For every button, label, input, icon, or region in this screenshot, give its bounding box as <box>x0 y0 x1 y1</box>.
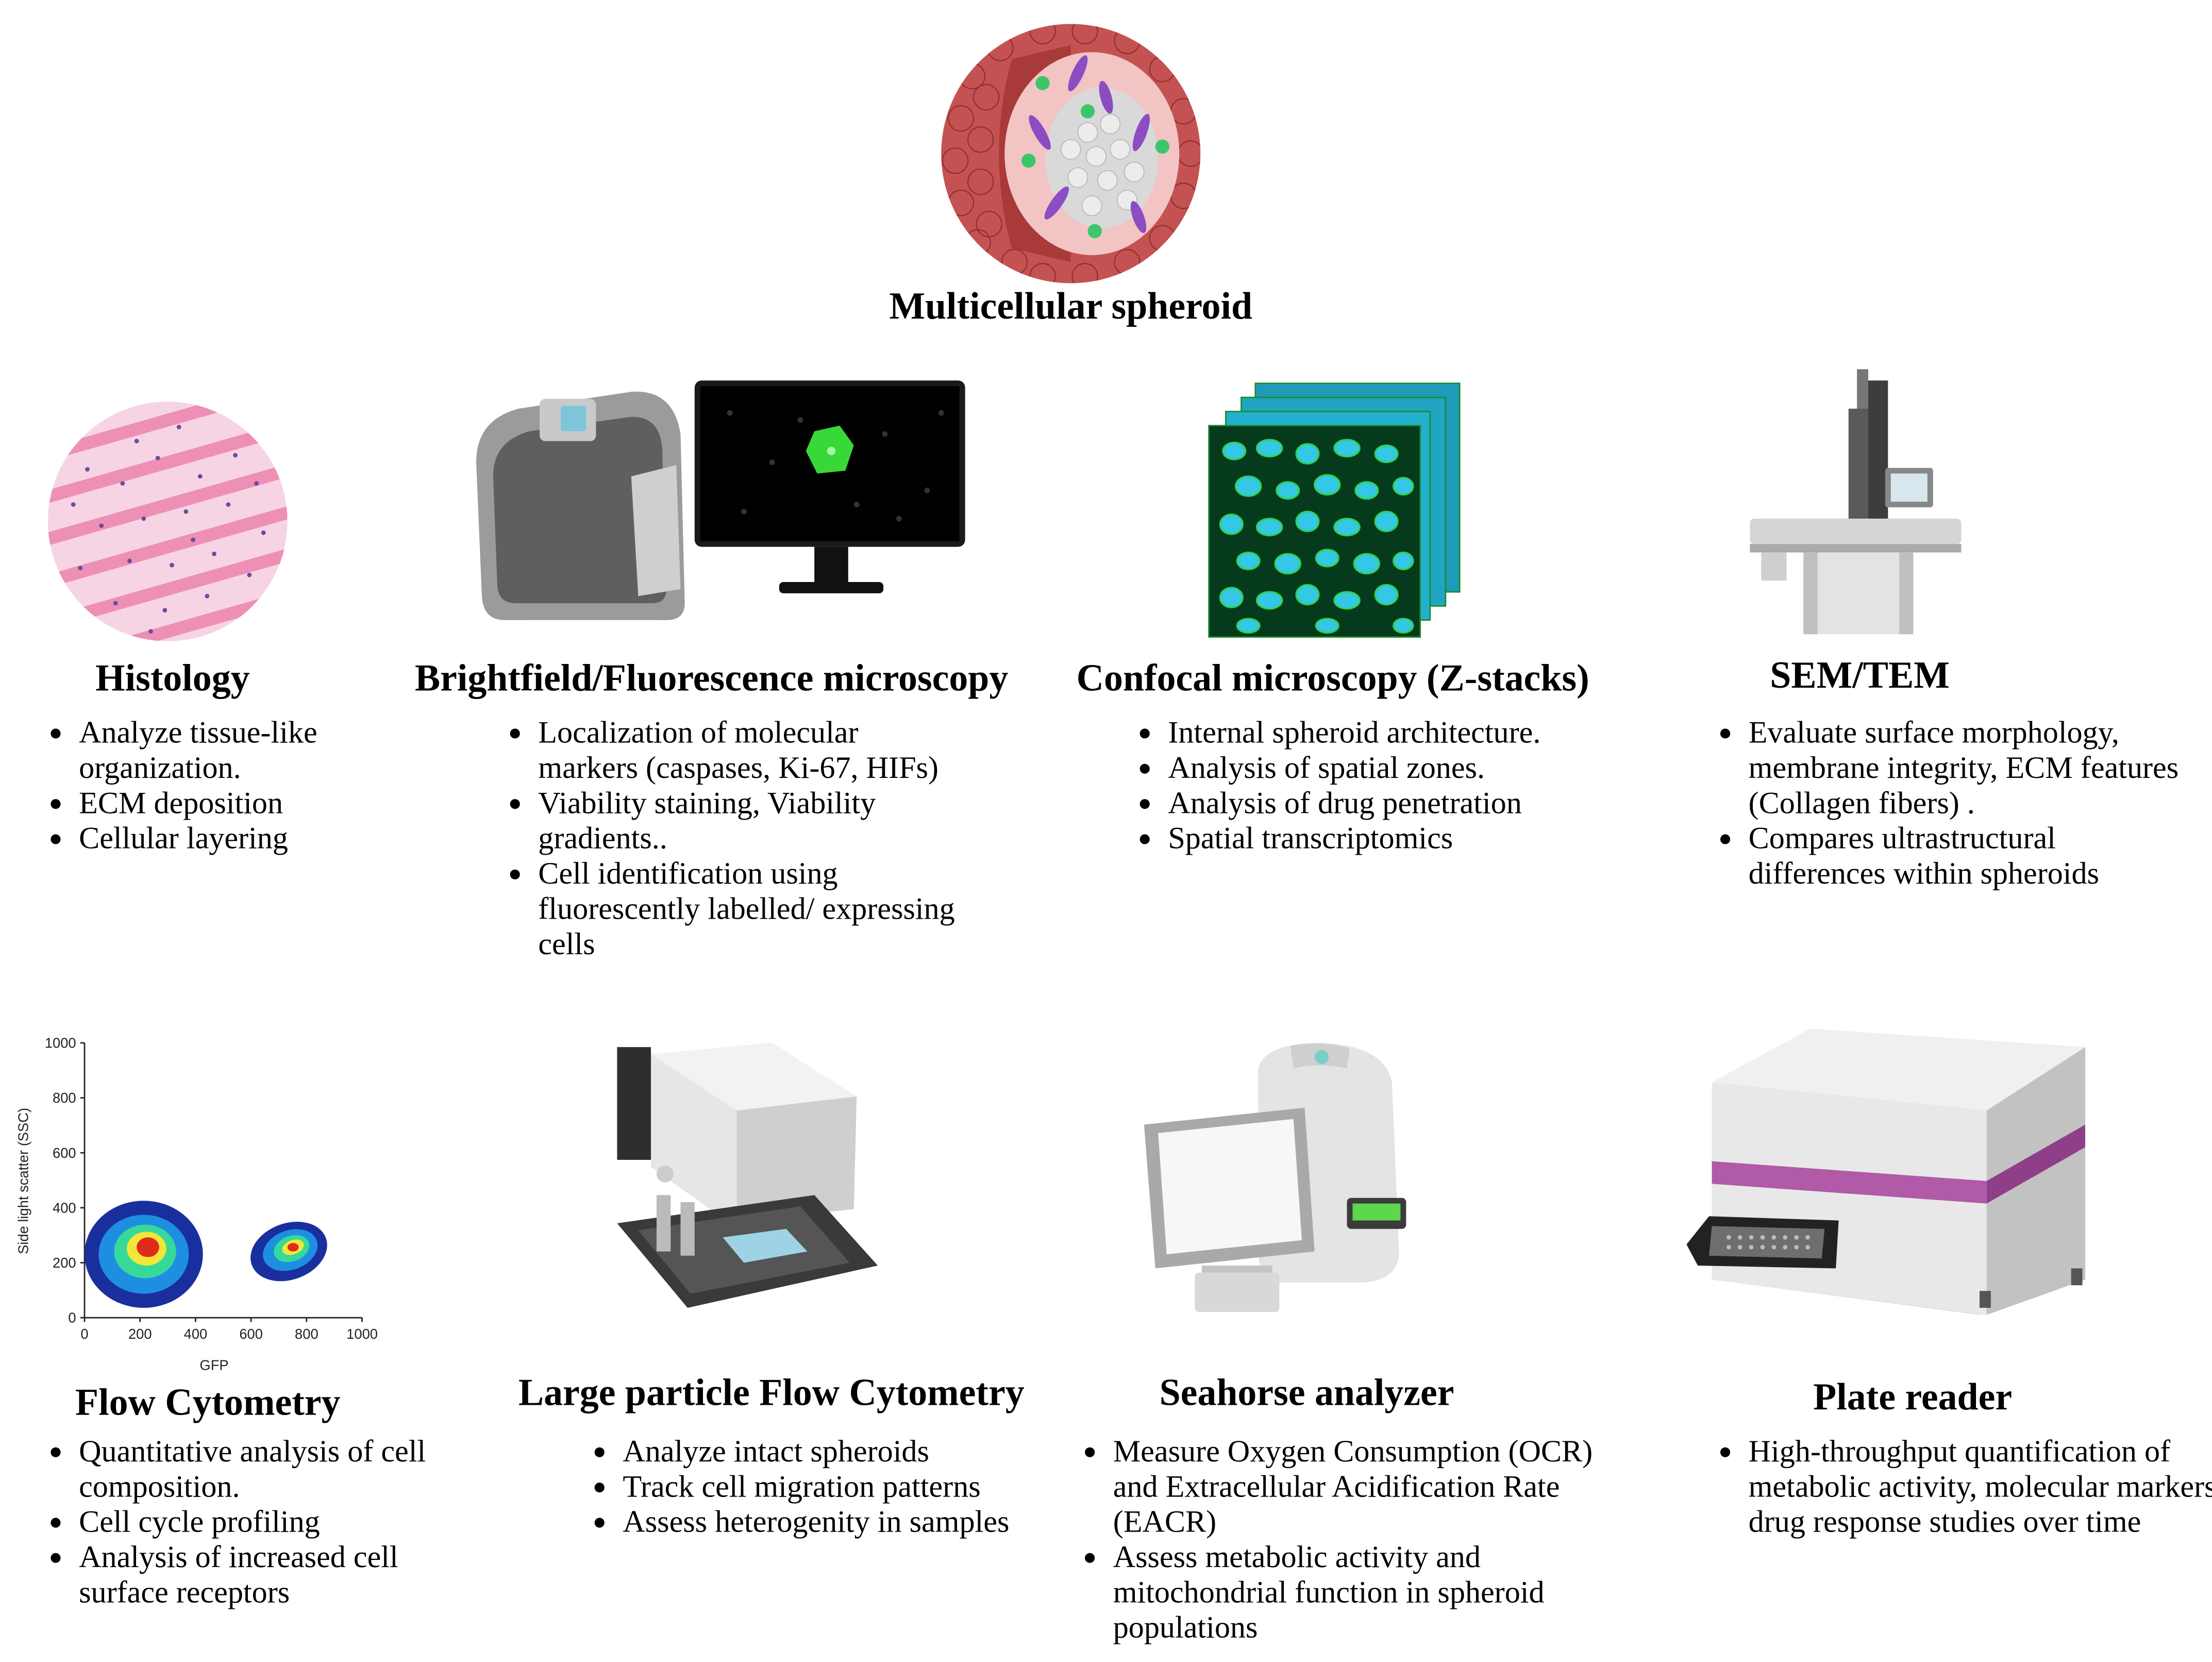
seahorse-title: Seahorse analyzer <box>1159 1371 1454 1414</box>
x-tick-label: 600 <box>239 1326 263 1342</box>
x-axis-label: GFP <box>199 1357 228 1373</box>
list-item: Analysis of increased cell surface recep… <box>79 1539 445 1609</box>
histology-bullets: Analyze tissue-like organization. ECM de… <box>42 714 389 855</box>
y-tick-label: 1000 <box>45 1035 76 1051</box>
list-item: Measure Oxygen Consumption (OCR) and Ext… <box>1113 1433 1606 1539</box>
x-tick-label: 400 <box>184 1326 208 1342</box>
list-item: High-throughput quantification of metabo… <box>1749 1433 2212 1539</box>
semtem-title: SEM/TEM <box>1770 654 1950 696</box>
list-item: Compares ultrastructural differences wit… <box>1749 820 2200 891</box>
x-tick-label: 0 <box>80 1326 88 1342</box>
largeflow-bullets: Analyze intact spheroids Track cell migr… <box>586 1433 1031 1539</box>
y-tick-label: 0 <box>68 1310 76 1326</box>
list-item: Assess metabolic activity and mitochondr… <box>1113 1539 1606 1644</box>
y-tick-label: 600 <box>53 1145 76 1161</box>
list-item: Evaluate surface morphology, membrane in… <box>1749 714 2200 820</box>
y-tick-label: 800 <box>53 1090 76 1106</box>
semtem-bullets: Evaluate surface morphology, membrane in… <box>1712 714 2200 891</box>
plate-title: Plate reader <box>1813 1375 2013 1418</box>
large-particle-cytometer-icon <box>617 1043 878 1308</box>
list-item: Analysis of drug penetration <box>1168 785 1577 820</box>
largeflow-title: Large particle Flow Cytometry <box>518 1371 1025 1414</box>
list-item: Quantitative analysis of cell compositio… <box>79 1433 445 1504</box>
list-item: ECM deposition <box>79 785 389 820</box>
list-item: Track cell migration patterns <box>623 1469 1031 1504</box>
list-item: Spatial transcriptomics <box>1168 820 1577 855</box>
cell-population-2 <box>250 1221 327 1282</box>
electron-microscope-icon <box>1750 369 1962 635</box>
brightfield-bullets: Localization of molecular markers (caspa… <box>501 714 961 961</box>
flow-bullets: Quantitative analysis of cell compositio… <box>42 1433 445 1609</box>
flow-title: Flow Cytometry <box>75 1381 341 1424</box>
histology-slide-icon <box>47 402 288 641</box>
list-item: Internal spheroid architecture. <box>1168 714 1577 750</box>
confocal-zstack-icon <box>1208 383 1461 638</box>
x-tick-label: 1000 <box>346 1326 378 1342</box>
x-tick-label: 800 <box>295 1326 319 1342</box>
list-item: Cellular layering <box>79 820 389 855</box>
y-tick-label: 200 <box>53 1255 76 1271</box>
x-tick-label: 200 <box>128 1326 152 1342</box>
confocal-title: Confocal microscopy (Z-stacks) <box>1076 656 1589 699</box>
list-item: Viability staining, Viability gradients.… <box>538 785 961 856</box>
histology-title: Histology <box>95 656 250 699</box>
cell-population-1 <box>85 1201 203 1308</box>
spheroid-cross-section-icon <box>941 24 1201 284</box>
plate-bullets: High-throughput quantification of metabo… <box>1712 1433 2212 1539</box>
confocal-bullets: Internal spheroid architecture. Analysis… <box>1131 714 1577 855</box>
list-item: Assess heterogenity in samples <box>623 1504 1031 1539</box>
list-item: Analyze intact spheroids <box>623 1433 1031 1468</box>
list-item: Analysis of spatial zones. <box>1168 750 1577 785</box>
seahorse-analyzer-icon <box>1144 1043 1406 1312</box>
list-item: Analyze tissue-like organization. <box>79 714 389 785</box>
seahorse-bullets: Measure Oxygen Consumption (OCR) and Ext… <box>1077 1433 1606 1644</box>
y-axis-label: Side light scatter (SSC) <box>15 1108 31 1254</box>
y-tick-label: 400 <box>53 1200 76 1216</box>
fluorescence-microscope-icon <box>476 380 965 620</box>
header-title: Multicellular spheroid <box>889 285 1253 327</box>
list-item: Cell cycle profiling <box>79 1504 445 1539</box>
plate-reader-icon <box>1686 1028 2086 1315</box>
list-item: Cell identification using fluorescently … <box>538 855 961 961</box>
brightfield-title: Brightfield/Fluorescence microscopy <box>414 656 1009 699</box>
list-item: Localization of molecular markers (caspa… <box>538 714 961 785</box>
